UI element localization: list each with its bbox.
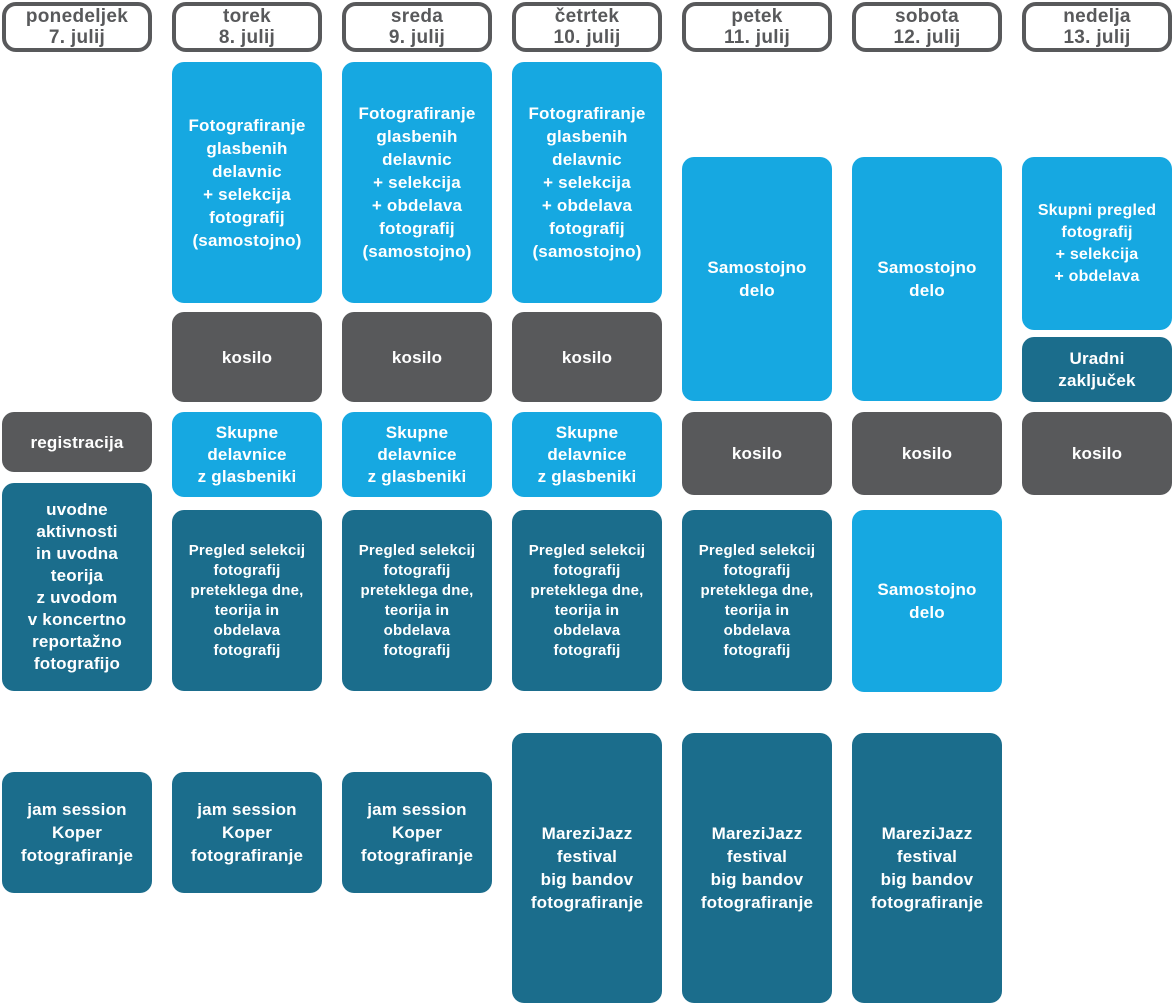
day-date: 13. julij (1063, 27, 1131, 48)
day-header-cetrtek: četrtek 10. julij (512, 2, 662, 52)
event-marezijazz-festival: MareziJazz festival big bandov fotografi… (512, 733, 662, 1003)
column-petek: petek 11. julij Samostojno delo kosilo P… (682, 0, 832, 1005)
event-samostojno-delo: Samostojno delo (682, 157, 832, 401)
event-fotografiranje-delavnic: Fotografiranje glasbenih delavnic + sele… (342, 62, 492, 303)
event-jam-session: jam session Koper fotografiranje (342, 772, 492, 893)
event-samostojno-delo: Samostojno delo (852, 510, 1002, 692)
day-header-sobota: sobota 12. julij (852, 2, 1002, 52)
event-kosilo: kosilo (512, 312, 662, 402)
day-header-torek: torek 8. julij (172, 2, 322, 52)
day-date: 9. julij (388, 27, 446, 48)
event-kosilo: kosilo (172, 312, 322, 402)
day-date: 8. julij (218, 27, 276, 48)
day-header-nedelja: nedelja 13. julij (1022, 2, 1172, 52)
day-date: 7. julij (48, 27, 106, 48)
event-samostojno-delo: Samostojno delo (852, 157, 1002, 401)
day-name: ponedeljek (25, 6, 129, 27)
event-skupne-delavnice: Skupne delavnice z glasbeniki (512, 412, 662, 497)
event-skupni-pregled: Skupni pregled fotografij + selekcija + … (1022, 157, 1172, 330)
event-kosilo: kosilo (342, 312, 492, 402)
day-name: sobota (894, 6, 960, 27)
event-uvodne-aktivnosti: uvodne aktivnosti in uvodna teorija z uv… (2, 483, 152, 691)
day-date: 12. julij (893, 27, 961, 48)
event-jam-session: jam session Koper fotografiranje (2, 772, 152, 893)
column-sobota: sobota 12. julij Samostojno delo kosilo … (852, 0, 1002, 1005)
day-header-ponedeljek: ponedeljek 7. julij (2, 2, 152, 52)
column-sreda: sreda 9. julij Fotografiranje glasbenih … (342, 0, 492, 1005)
column-cetrtek: četrtek 10. julij Fotografiranje glasben… (512, 0, 662, 1005)
day-header-sreda: sreda 9. julij (342, 2, 492, 52)
event-marezijazz-festival: MareziJazz festival big bandov fotografi… (682, 733, 832, 1003)
day-name: petek (731, 6, 783, 27)
event-uradni-zakljucek: Uradni zaključek (1022, 337, 1172, 402)
event-pregled-selekcij: Pregled selekcij fotografij preteklega d… (682, 510, 832, 691)
event-fotografiranje-delavnic: Fotografiranje glasbenih delavnic + sele… (172, 62, 322, 303)
day-date: 11. julij (723, 27, 791, 48)
event-skupne-delavnice: Skupne delavnice z glasbeniki (172, 412, 322, 497)
day-name: četrtek (554, 6, 620, 27)
event-skupne-delavnice: Skupne delavnice z glasbeniki (342, 412, 492, 497)
event-pregled-selekcij: Pregled selekcij fotografij preteklega d… (512, 510, 662, 691)
event-fotografiranje-delavnic: Fotografiranje glasbenih delavnic + sele… (512, 62, 662, 303)
column-ponedeljek: ponedeljek 7. julij registracija uvodne … (2, 0, 152, 1005)
event-kosilo: kosilo (1022, 412, 1172, 495)
day-name: sreda (390, 6, 444, 27)
event-marezijazz-festival: MareziJazz festival big bandov fotografi… (852, 733, 1002, 1003)
day-name: torek (223, 6, 271, 27)
day-name: nedelja (1063, 6, 1131, 27)
event-registracija: registracija (2, 412, 152, 472)
day-date: 10. julij (553, 27, 621, 48)
day-header-petek: petek 11. julij (682, 2, 832, 52)
event-pregled-selekcij: Pregled selekcij fotografij preteklega d… (342, 510, 492, 691)
column-torek: torek 8. julij Fotografiranje glasbenih … (172, 0, 322, 1005)
event-kosilo: kosilo (852, 412, 1002, 495)
event-kosilo: kosilo (682, 412, 832, 495)
event-jam-session: jam session Koper fotografiranje (172, 772, 322, 893)
event-pregled-selekcij: Pregled selekcij fotografij preteklega d… (172, 510, 322, 691)
column-nedelja: nedelja 13. julij Skupni pregled fotogra… (1022, 0, 1172, 1005)
